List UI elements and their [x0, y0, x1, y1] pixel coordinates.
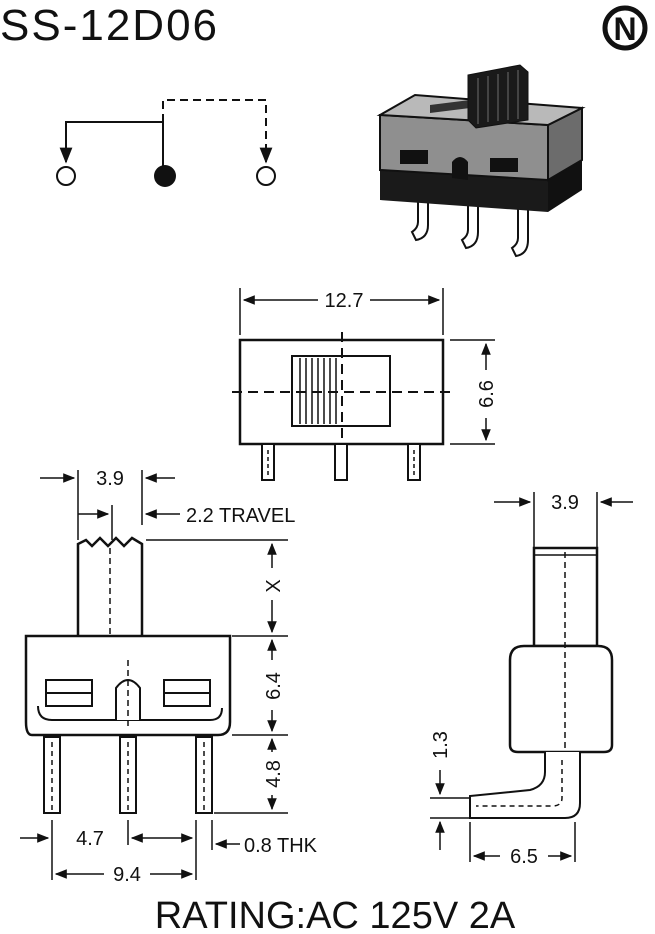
dim-x: X: [263, 579, 285, 592]
dim-pin-pitch: 4.7: [76, 828, 104, 850]
dim-bend-length: 6.5: [510, 846, 538, 868]
dim-top-height: 6.6: [476, 380, 498, 408]
dim-total-pitch: 9.4: [113, 864, 141, 886]
dim-pin-length: 4.8: [263, 760, 285, 788]
n-logo-icon: N: [602, 5, 648, 51]
side-view-drawing: 3.9 1.3 6.5: [430, 492, 633, 868]
dim-right-width: 3.9: [551, 492, 579, 514]
svg-text:N: N: [613, 11, 636, 47]
front-view-drawing: 3.9 2.2 TRAVEL X 6.4: [20, 468, 318, 886]
dim-pin-thickness: 0.8 THK: [244, 835, 318, 857]
dim-travel: 2.2 TRAVEL: [186, 505, 295, 527]
switch-3d-illustration: [376, 64, 586, 258]
dim-bend-height: 1.3: [430, 731, 452, 759]
top-view-drawing: 12.7 6.6: [232, 288, 498, 481]
rating-label: RATING:AC 125V 2A: [155, 895, 516, 934]
page-title: SS-12D06: [0, 1, 219, 50]
switch-schematic: [56, 99, 276, 187]
dim-body-height: 6.4: [263, 672, 285, 700]
dim-top-width: 12.7: [325, 290, 364, 312]
dim-side-width: 3.9: [96, 468, 124, 490]
